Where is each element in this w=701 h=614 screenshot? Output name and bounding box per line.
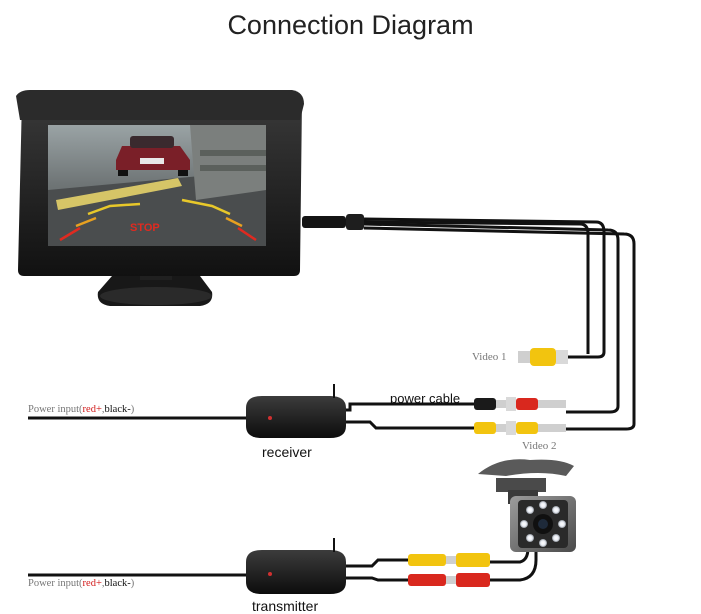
rca-receiver-yellow xyxy=(474,421,566,435)
screen-stop-text: STOP xyxy=(130,222,160,234)
monitor-screen: STOP xyxy=(48,125,266,246)
screen-speed-bump xyxy=(56,178,182,210)
backup-camera xyxy=(478,459,576,552)
screen-guide-lines xyxy=(59,198,257,242)
transmitter-led-icon xyxy=(268,572,272,576)
label-power-cable: power cable xyxy=(390,391,460,406)
cable-bundle xyxy=(28,217,636,582)
screen-car xyxy=(116,136,190,176)
camera-led-ring xyxy=(520,501,566,547)
diagram-title: Connection Diagram xyxy=(227,10,474,40)
receiver-led-icon xyxy=(268,416,272,420)
rca-receiver-red xyxy=(474,397,566,411)
camera-bracket xyxy=(478,459,574,476)
transmitter-module xyxy=(246,538,346,594)
label-power-input-transmitter: Power input(red+,black-) xyxy=(28,578,135,589)
rca-video1 xyxy=(518,348,568,366)
receiver-module xyxy=(246,384,346,438)
monitor-connector xyxy=(302,216,346,228)
label-receiver: receiver xyxy=(262,444,312,460)
rca-transmitter-red xyxy=(408,573,490,587)
label-video2: Video 2 xyxy=(522,440,556,452)
label-power-input-receiver: Power input(red+,black-) xyxy=(28,404,135,415)
label-transmitter: transmitter xyxy=(252,598,318,614)
monitor-visor xyxy=(16,90,304,120)
monitor: STOP xyxy=(16,90,364,306)
label-video1: Video 1 xyxy=(472,351,506,363)
rca-transmitter-yellow xyxy=(408,553,490,567)
monitor-stand-base xyxy=(100,287,212,305)
